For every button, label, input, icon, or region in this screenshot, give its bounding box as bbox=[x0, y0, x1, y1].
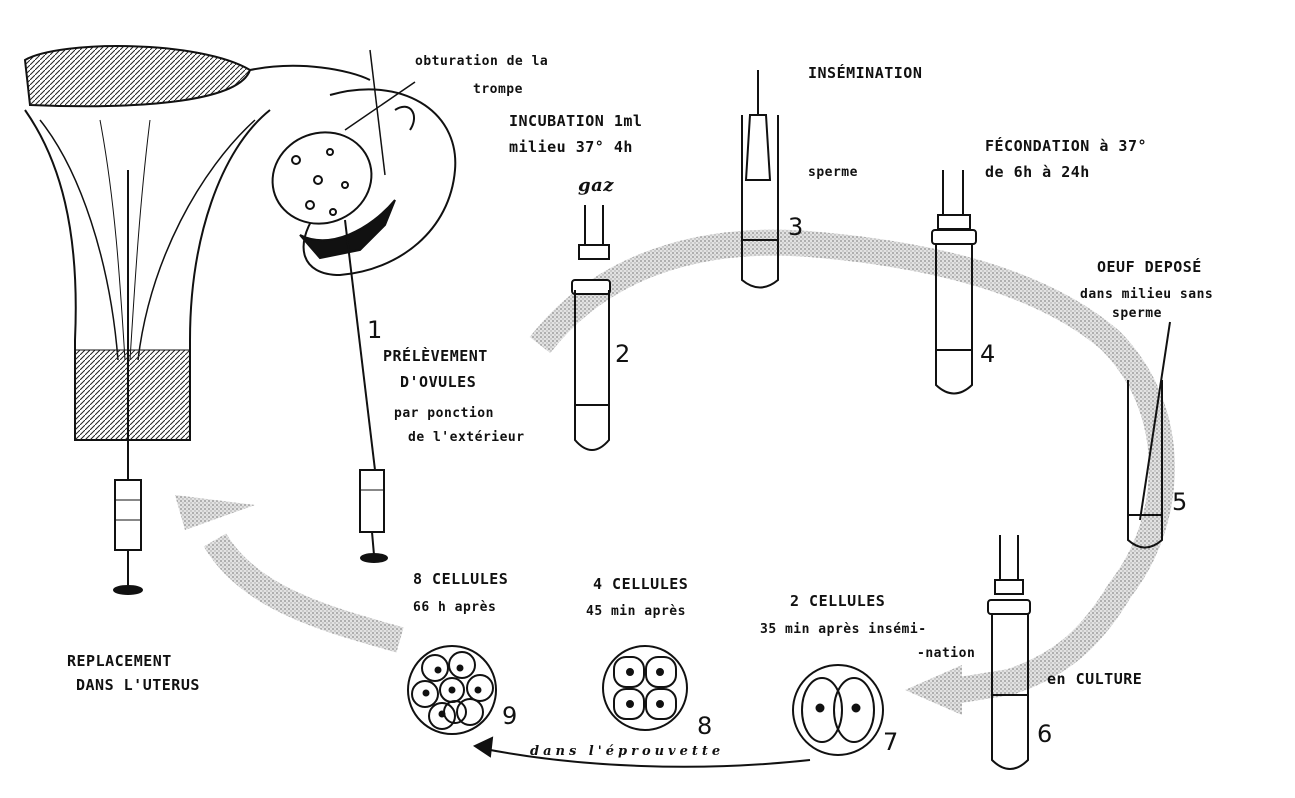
cell-2-cells bbox=[792, 664, 884, 756]
label-cell8-l1: 8 CELLULES bbox=[413, 570, 509, 588]
step-number-6: 6 bbox=[1037, 720, 1053, 748]
label-cell2-l3: -nation bbox=[917, 646, 976, 661]
uterus-illustration bbox=[23, 45, 371, 595]
label-gaz: gaz bbox=[578, 175, 614, 196]
label-prelevement-l2: D'OVULES bbox=[400, 373, 477, 391]
label-obturation-l2: trompe bbox=[473, 82, 523, 97]
tube-4 bbox=[931, 170, 977, 395]
tube-2 bbox=[571, 205, 611, 451]
step-number-2: 2 bbox=[615, 340, 631, 368]
label-cell2-l1: 2 CELLULES bbox=[790, 592, 886, 610]
label-prelevement-l1: PRÉLÈVEMENT bbox=[383, 347, 488, 365]
step-number-1: 1 bbox=[367, 316, 383, 344]
label-oeuf-l3: sperme bbox=[1112, 306, 1162, 321]
label-fecondation-l2: de 6h à 24h bbox=[985, 163, 1090, 181]
label-replacement-l2: DANS L'UTERUS bbox=[76, 676, 200, 694]
label-cell8-l2: 66 h après bbox=[413, 600, 497, 615]
label-culture: en CULTURE bbox=[1047, 670, 1143, 688]
label-fecondation-l1: FÉCONDATION à 37° bbox=[985, 137, 1148, 155]
label-incubation-l2: milieu 37° 4h bbox=[509, 138, 633, 156]
ovary-illustration bbox=[271, 49, 457, 563]
eprouvette-arrow bbox=[472, 736, 811, 768]
label-insemination: INSÉMINATION bbox=[808, 64, 923, 82]
step-number-7: 7 bbox=[883, 728, 899, 756]
tube-6 bbox=[987, 535, 1031, 770]
label-oeuf-l1: OEUF DEPOSÉ bbox=[1097, 258, 1202, 276]
label-cell4-l1: 4 CELLULES bbox=[593, 575, 689, 593]
step-number-5: 5 bbox=[1172, 488, 1188, 516]
label-cell2-l2: 35 min après insémi- bbox=[760, 622, 927, 637]
step-number-8: 8 bbox=[697, 712, 713, 740]
tube-3 bbox=[741, 70, 779, 289]
label-sperme: sperme bbox=[808, 165, 858, 180]
label-eprouvette: dans l'éprouvette bbox=[530, 744, 725, 759]
label-obturation-l1: obturation de la bbox=[415, 54, 549, 69]
tube-5 bbox=[1127, 321, 1171, 549]
step-number-3: 3 bbox=[788, 213, 804, 241]
step-number-9: 9 bbox=[502, 702, 518, 730]
step-number-4: 4 bbox=[980, 340, 996, 368]
label-cell4-l2: 45 min après bbox=[586, 604, 686, 619]
cycle-arrow bbox=[175, 229, 1175, 715]
label-oeuf-l2: dans milieu sans bbox=[1080, 287, 1214, 302]
label-replacement-l1: REPLACEMENT bbox=[67, 652, 172, 670]
label-incubation-l1: INCUBATION 1ml bbox=[509, 112, 643, 130]
label-ponction-l1: par ponction bbox=[394, 406, 494, 421]
cell-4-cells bbox=[602, 645, 688, 731]
cell-8-cells bbox=[407, 645, 497, 735]
label-ponction-l2: de l'extérieur bbox=[408, 430, 525, 445]
